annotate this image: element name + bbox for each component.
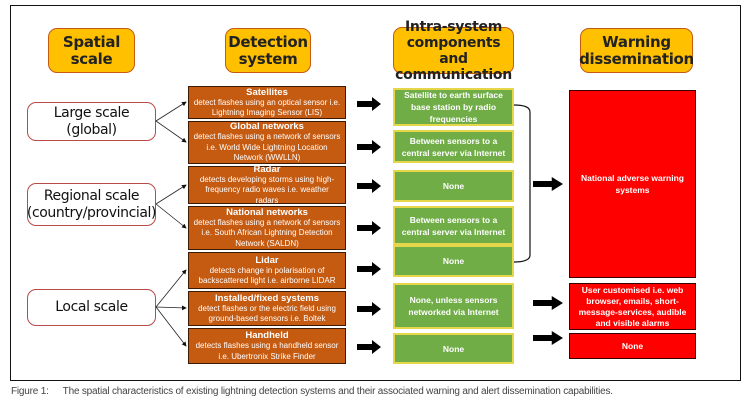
figure-frame bbox=[10, 5, 741, 381]
warning-text: None bbox=[621, 341, 644, 351]
header-spatial-scale: Spatial scale bbox=[48, 28, 135, 73]
scale-label: Regional scale bbox=[43, 187, 140, 204]
detection-installed-fixed: Installed/fixed systems detect flashes o… bbox=[188, 291, 346, 326]
communication-lidar: None bbox=[393, 245, 514, 277]
detection-title: Handheld bbox=[245, 330, 289, 341]
detection-description: detect flashes using an optical sensor i… bbox=[193, 97, 341, 118]
communication-handheld: None bbox=[393, 333, 514, 364]
communication-text: Between sensors to a central server via … bbox=[401, 135, 506, 158]
communication-text: None bbox=[442, 343, 465, 354]
communication-text: None, unless sensors networked via Inter… bbox=[408, 295, 499, 317]
arrow-right-icon bbox=[357, 221, 381, 235]
warning-text: User customised i.e. web browser, emails… bbox=[578, 284, 687, 328]
header-label: Intra-system components and communicatio… bbox=[395, 18, 512, 83]
detection-title: Installed/fixed systems bbox=[214, 292, 320, 304]
detection-lidar: Lidar detects change in polarisation of … bbox=[188, 252, 346, 289]
communication-text: Between sensors to a central server via … bbox=[401, 214, 506, 237]
detection-national-networks: National networks detect flashes using a… bbox=[188, 206, 346, 250]
caption-label: Figure 1: bbox=[11, 386, 49, 397]
detection-description: detect flashes using a network of sensor… bbox=[193, 132, 341, 163]
connector-local-installed bbox=[155, 305, 187, 311]
scale-regional: Regional scale (country/provincial) bbox=[27, 183, 156, 226]
arrow-right-icon bbox=[533, 331, 563, 345]
scale-sublabel: (global) bbox=[66, 121, 117, 138]
communication-text: None bbox=[442, 256, 465, 266]
header-detection-system: Detection system bbox=[225, 28, 311, 73]
arrow-right-icon bbox=[357, 262, 381, 276]
detection-radar: Radar detects developing storms using hi… bbox=[188, 163, 346, 205]
detection-description: detects developing storms using high-fre… bbox=[199, 174, 335, 205]
header-label: Spatial scale bbox=[62, 32, 121, 68]
figure-caption: Figure 1: The spatial characteristics of … bbox=[11, 386, 613, 397]
scale-large: Large scale (global) bbox=[27, 102, 156, 141]
communication-satellites: Satellite to earth surface base station … bbox=[393, 88, 514, 126]
scale-label: Local scale bbox=[55, 299, 128, 315]
detection-description: detect flashes using a network of sensor… bbox=[193, 217, 341, 248]
arrow-right-icon bbox=[357, 340, 381, 354]
connector-local-handheld bbox=[155, 306, 187, 347]
communication-radar: None bbox=[393, 170, 514, 202]
connector-regional-national bbox=[155, 203, 187, 229]
scale-sublabel: (country/provincial) bbox=[26, 204, 157, 221]
arrow-right-icon bbox=[357, 302, 381, 316]
header-warning-dissemination: Warning dissemination bbox=[579, 28, 694, 73]
connector-large-satellites bbox=[155, 101, 187, 122]
scale-local: Local scale bbox=[27, 289, 156, 326]
warning-text: National adverse warning systems bbox=[581, 173, 684, 195]
arrow-right-icon bbox=[357, 140, 381, 154]
bracket-connector bbox=[513, 104, 531, 263]
arrow-right-icon bbox=[357, 97, 381, 111]
connector-large-global bbox=[155, 120, 187, 143]
detection-title: National networks bbox=[226, 206, 308, 218]
arrow-right-icon bbox=[357, 179, 381, 193]
detection-satellites: Satellites detect flashes using an optic… bbox=[188, 86, 346, 119]
arrow-right-icon bbox=[533, 177, 563, 191]
detection-title: Radar bbox=[253, 163, 281, 175]
detection-title: Lidar bbox=[255, 254, 279, 266]
communication-global-networks: Between sensors to a central server via … bbox=[393, 130, 514, 163]
scale-label: Large scale bbox=[53, 104, 130, 121]
detection-global-networks: Global networks detect flashes using a n… bbox=[188, 121, 346, 164]
warning-user-customised: User customised i.e. web browser, emails… bbox=[569, 283, 696, 330]
caption-text: The spatial characteristics of existing … bbox=[62, 386, 613, 397]
warning-national-adverse: National adverse warning systems bbox=[569, 90, 696, 278]
detection-handheld: Handheld detects flashes using a handhel… bbox=[188, 328, 346, 364]
arrow-right-icon bbox=[533, 296, 563, 310]
warning-none: None bbox=[569, 333, 696, 359]
header-label: Detection system bbox=[228, 32, 308, 68]
detection-description: detects flashes using a handheld sensor … bbox=[195, 341, 339, 361]
detection-title: Global networks bbox=[230, 121, 304, 133]
header-label: Warning dissemination bbox=[579, 32, 694, 68]
header-intra-system: Intra-system components and communicatio… bbox=[393, 19, 514, 83]
detection-title: Satellites bbox=[246, 86, 288, 98]
detection-description: detects change in polarisation of backsc… bbox=[198, 265, 336, 286]
detection-description: detect flashes or the electric field usi… bbox=[198, 303, 336, 324]
communication-text: Satellite to earth surface base station … bbox=[404, 90, 503, 124]
communication-text: None bbox=[442, 181, 465, 191]
communication-installed-fixed: None, unless sensors networked via Inter… bbox=[393, 283, 514, 329]
connector-regional-radar bbox=[155, 184, 187, 205]
communication-national-networks: Between sensors to a central server via … bbox=[393, 206, 514, 245]
connector-local-lidar bbox=[155, 269, 187, 308]
